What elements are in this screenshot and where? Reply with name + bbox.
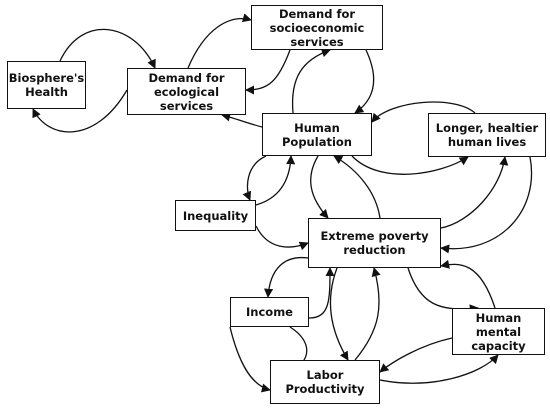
arrow-ineq-to-pop — [255, 155, 296, 206]
node-inequality: Inequality — [175, 200, 256, 231]
arrow-labor-to-poverty — [354, 267, 381, 361]
node-human-population: Human Population — [262, 113, 372, 156]
node-human-mental-capacity: Human mental capacity — [452, 308, 545, 355]
arrow-socio-to-pop — [354, 49, 375, 114]
arrow-income-to-poverty — [308, 267, 335, 319]
arrow-eco-to-biosphere — [32, 89, 128, 133]
node-demand-socioeconomic-services: Demand for socioeconomic services — [251, 5, 383, 50]
node-labor-productivity: Labor Productivity — [270, 360, 380, 404]
arrow-socio-to-eco — [245, 49, 291, 95]
arrow-biosphere-to-eco — [59, 28, 156, 69]
arrow-longer-to-poverty — [440, 156, 533, 254]
node-income: Income — [230, 297, 309, 327]
arrow-pop-to-ineq — [242, 155, 267, 201]
arrow-labor-to-mental — [379, 354, 499, 384]
arrow-mental-to-labor — [379, 337, 453, 373]
arrow-poverty-to-longer — [440, 156, 509, 229]
arrow-eco-to-socio — [187, 13, 252, 69]
arrow-longer-to-pop — [371, 101, 476, 123]
arrow-poverty-to-pop — [333, 155, 381, 219]
arrow-pop-to-eco — [221, 112, 263, 128]
arrow-poverty-to-mental — [407, 267, 479, 314]
arrow-ineq-to-poverty — [255, 225, 309, 251]
arrow-poverty-to-labor — [329, 267, 349, 361]
node-extreme-poverty-reduction: Extreme poverty reduction — [308, 218, 441, 268]
arrow-pop-to-poverty — [310, 155, 329, 219]
arrow-pop-to-socio — [291, 48, 331, 114]
arrow-mental-to-poverty — [440, 259, 496, 309]
node-demand-ecological-services: Demand for ecological services — [127, 68, 246, 115]
node-longer-healthier-lives: Longer, healtier human lives — [428, 113, 546, 157]
arrow-poverty-to-income — [264, 256, 309, 298]
arrow-pop-to-longer — [351, 155, 469, 175]
node-biosphere-health: Biosphere's Health — [7, 61, 86, 109]
arrow-ineq-to-labor — [229, 326, 271, 393]
